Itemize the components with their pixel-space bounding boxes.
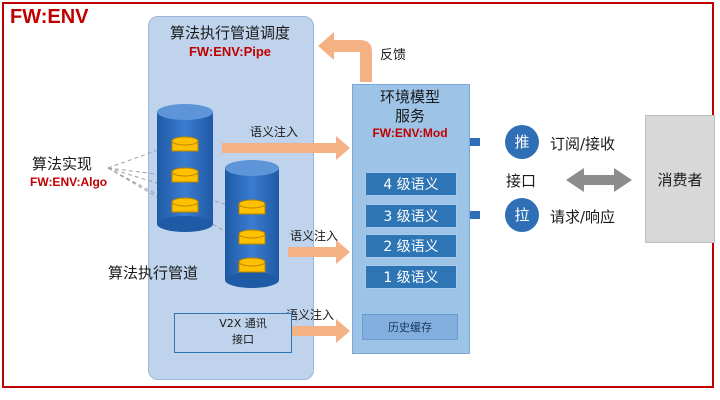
algo-label: 算法实现	[32, 155, 93, 173]
pull-circle: 拉	[505, 198, 539, 232]
pipe-code: FW:ENV:Pipe	[188, 44, 272, 59]
framework-label: FW:ENV	[10, 6, 89, 28]
bidirectional-arrow	[566, 168, 632, 192]
push-label: 订阅/接收	[550, 135, 616, 153]
algo-code: FW:ENV:Algo	[30, 175, 108, 189]
data-disk	[238, 199, 266, 273]
semantic-level-1: 1 级语义	[365, 265, 457, 289]
push-circle: 推	[505, 125, 539, 159]
feedback-label: 反馈	[380, 48, 407, 63]
history-cache: 历史缓存	[362, 314, 458, 340]
injection-arrow-3	[292, 319, 350, 343]
injection-arrow-1	[222, 136, 350, 160]
semantic-level-3: 3 级语义	[365, 204, 457, 228]
feedback-arrow	[318, 32, 372, 82]
pull-connector	[468, 211, 480, 219]
mod-title: 环境模型 服务	[352, 88, 468, 126]
pipeline-cylinder-1	[157, 104, 213, 232]
mod-title-line2: 服务	[394, 107, 425, 125]
injection-label-3: 语义注入	[286, 308, 335, 322]
semantic-level-4: 4 级语义	[365, 172, 457, 196]
data-disk	[171, 136, 199, 213]
consumer-box: 消费者	[645, 115, 715, 243]
mod-code: FW:ENV:Mod	[372, 126, 448, 140]
pull-label: 请求/响应	[550, 208, 616, 226]
pipeline-cylinder-2	[225, 160, 279, 288]
v2x-interface-box	[174, 313, 292, 353]
semantic-level-2: 2 级语义	[365, 234, 457, 258]
pipe-title: 算法执行管道调度	[169, 24, 290, 42]
injection-label-1: 语义注入	[250, 125, 299, 139]
injection-label-2: 语义注入	[290, 229, 339, 243]
v2x-line2: 接口	[232, 333, 254, 346]
pipeline-label: 算法执行管道	[108, 264, 199, 282]
interface-label: 接口	[506, 172, 537, 190]
v2x-interface-label: V2X 通讯 接口	[196, 316, 290, 348]
mod-title-line1: 环境模型	[379, 88, 440, 106]
injection-arrow-2	[288, 240, 350, 264]
v2x-line1: V2X 通讯	[219, 317, 267, 330]
push-connector	[468, 138, 480, 146]
